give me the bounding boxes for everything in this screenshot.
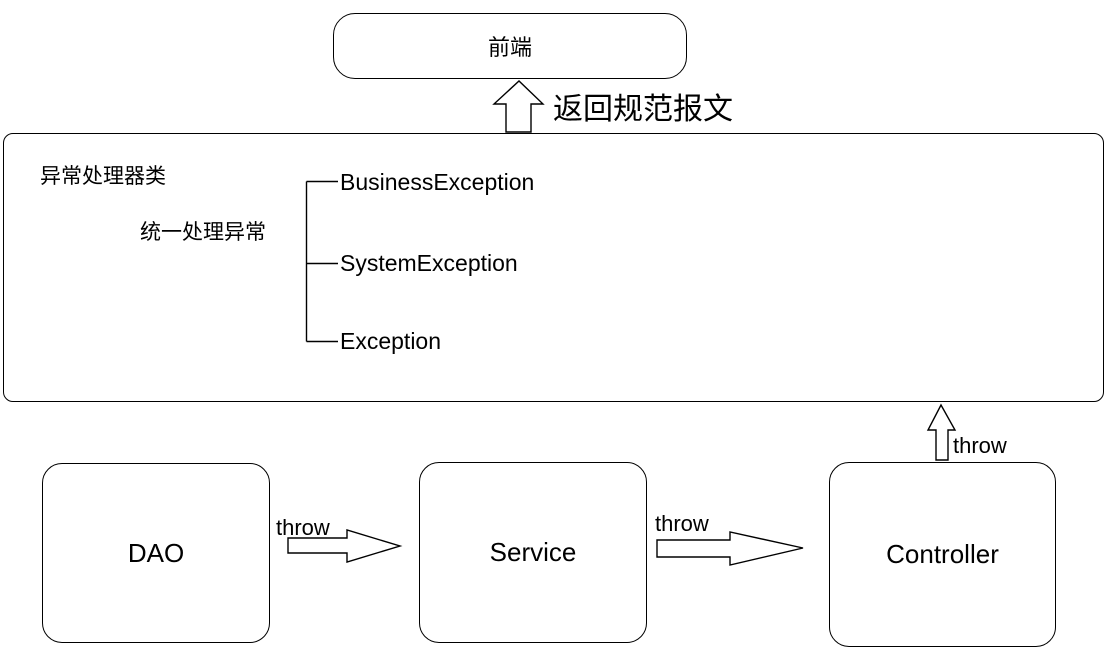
- frontend-label: 前端: [487, 35, 532, 60]
- exception-handler-panel: [3, 133, 1104, 402]
- throw-label-dao-service: throw: [276, 515, 330, 540]
- exception-item-exception: Exception: [340, 328, 442, 354]
- throw-label-service-controller: throw: [655, 511, 709, 536]
- return-arrow-label: 返回规范报文: [553, 93, 733, 126]
- return-arrow-icon: [492, 80, 545, 133]
- controller-box: Controller: [829, 462, 1056, 647]
- frontend-box: 前端: [333, 13, 687, 79]
- exception-tree-bracket: [305, 180, 338, 343]
- throw-arrow-controller-handler-icon: [926, 403, 957, 461]
- panel-title: 异常处理器类: [40, 165, 166, 188]
- controller-label: Controller: [886, 539, 999, 569]
- throw-label-controller-handler: throw: [953, 433, 1007, 458]
- throw-arrow-service-controller-icon: [656, 531, 804, 566]
- panel-subtitle: 统一处理异常: [140, 221, 266, 244]
- service-label: Service: [489, 537, 577, 567]
- exception-item-system: SystemException: [340, 250, 518, 276]
- throw-arrow-dao-service-icon: [287, 529, 403, 563]
- service-box: Service: [419, 462, 647, 643]
- exception-item-business: BusinessException: [340, 169, 535, 195]
- dao-box: DAO: [42, 463, 270, 643]
- dao-label: DAO: [127, 537, 185, 568]
